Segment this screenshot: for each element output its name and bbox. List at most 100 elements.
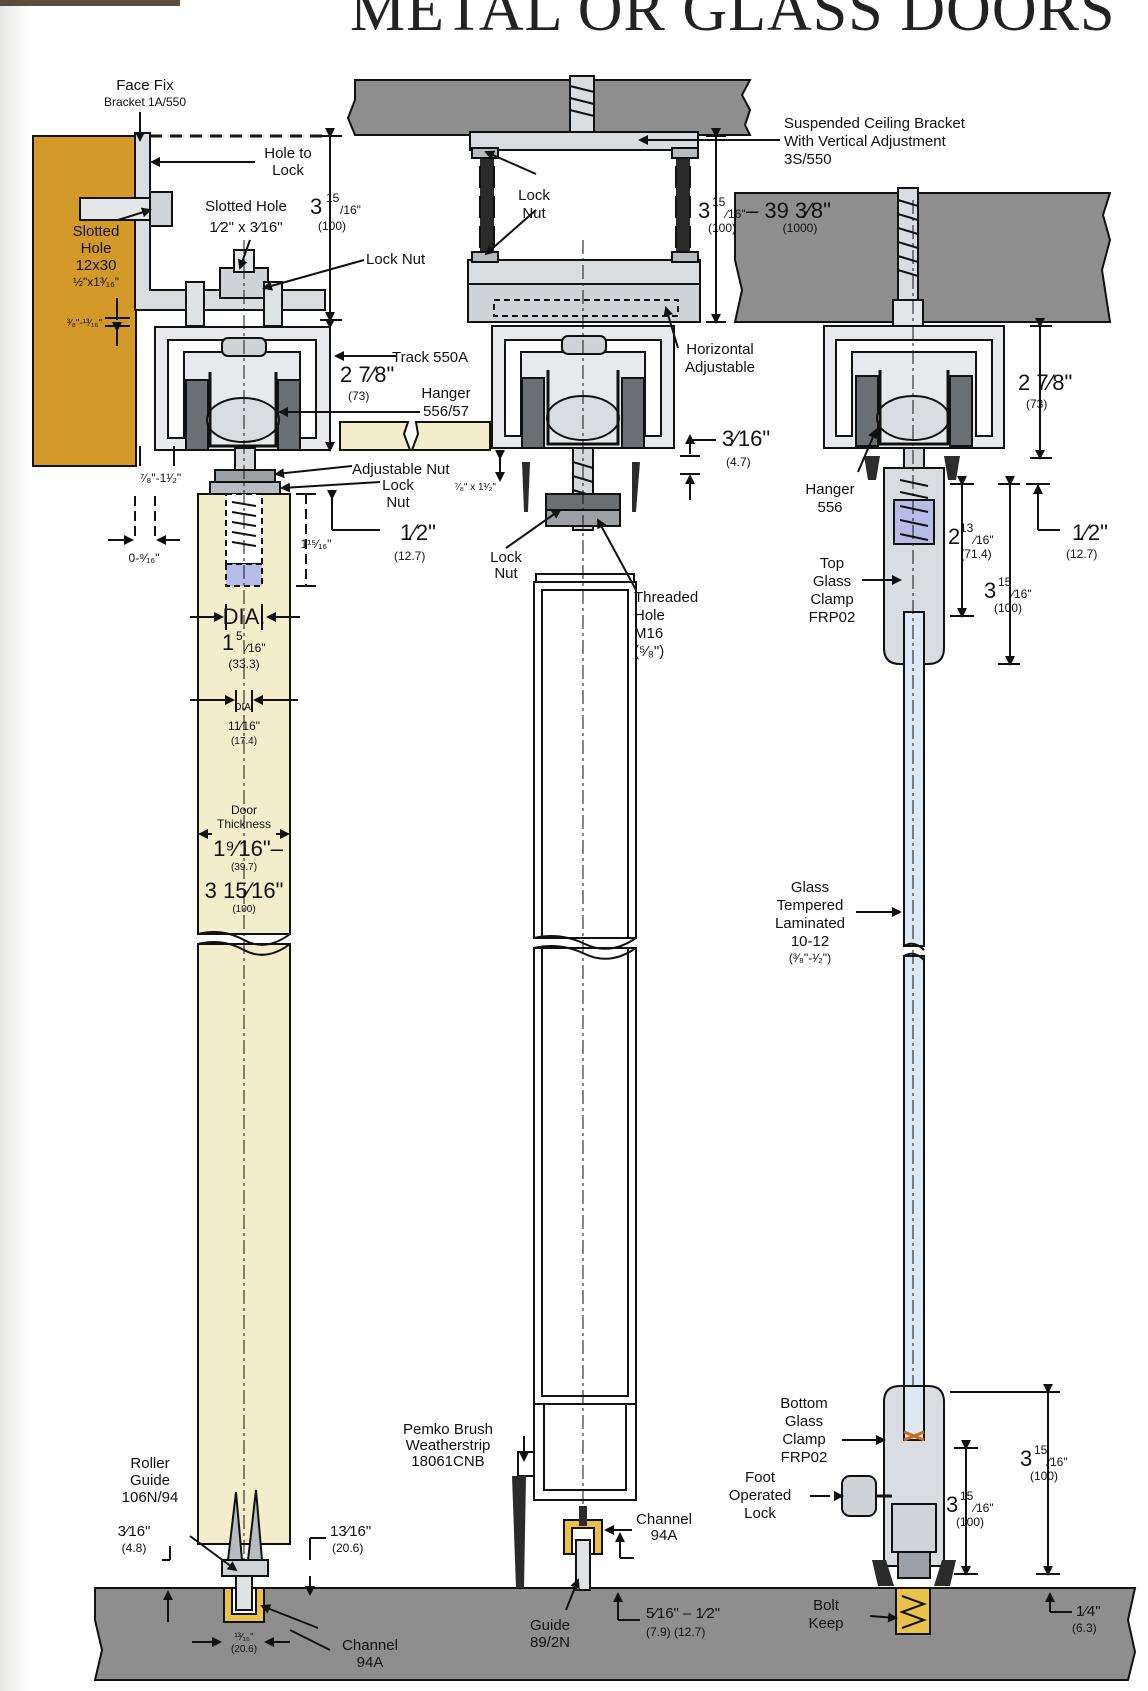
right-dimension-lines <box>810 318 1072 1623</box>
door-thickness-2: Thickness <box>217 817 271 831</box>
slotted-side-3: 12x30 <box>76 257 117 274</box>
top-clamp-3: Clamp <box>810 591 853 608</box>
pemko-1: Pemko Brush <box>403 1421 493 1438</box>
middle-dim-78: ⁷⁄₈" x 1¹⁄₂" <box>454 482 496 493</box>
nut-mid-left <box>471 251 499 263</box>
right-side-wedges <box>864 456 960 480</box>
middle-hanger-block-l <box>521 377 545 449</box>
horizontal-adjust-slot <box>493 299 679 317</box>
roller-guide-1: Roller <box>130 1455 169 1472</box>
middle-guide-stem <box>575 1539 591 1591</box>
right-hanger-bracket <box>878 370 950 446</box>
metal-door-break <box>533 935 637 960</box>
right-dim-31516-num: 15 <box>998 575 1012 589</box>
glass-5: (³⁄₈"-¹⁄₂") <box>789 951 831 965</box>
hanger-label-2: 556/57 <box>423 403 469 420</box>
dim-top-whole: 3 <box>310 194 322 219</box>
lock-nut-label: Lock Nut <box>366 251 426 268</box>
bottom-clamp-gasket <box>903 1430 925 1442</box>
middle-lock-nut2-2: Nut <box>494 565 518 582</box>
bottom-clamp-1: Bottom <box>780 1395 828 1412</box>
wall-bracket-block <box>32 135 137 467</box>
threaded-hole-4: (⁵⁄₈") <box>634 643 664 660</box>
adjustable-nut-label: Adjustable Nut <box>352 461 450 478</box>
glass-panel-upper <box>903 611 925 947</box>
foot-lock-2: Operated <box>729 1487 792 1504</box>
suspended-bracket-1: Suspended Ceiling Bracket <box>784 115 966 132</box>
middle-guide-screw <box>579 1506 587 1526</box>
foot-lock-knob <box>841 1475 877 1517</box>
ceiling-slab-right <box>733 192 1112 323</box>
dim-21316-num: 13 <box>960 521 974 535</box>
dim-31516-c-den: ⁄16" <box>1045 1455 1068 1469</box>
left-lock-nut <box>209 481 281 495</box>
lock-nut2-1: Lock <box>382 477 414 494</box>
middle-dim-bottom-mm: (7.9) (12.7) <box>646 1625 705 1639</box>
page-title: METAL OR GLASS DOORS <box>350 0 1115 44</box>
dim-half-left: 1⁄2" <box>400 520 436 545</box>
top-clamp-threads <box>899 479 929 541</box>
horizontal-2: Adjustable <box>685 359 755 376</box>
dia-whole: 1 <box>222 630 234 655</box>
dia-small-label: DIA. <box>234 702 253 713</box>
left-channel-1: Channel <box>342 1637 398 1654</box>
nut-mid-right <box>671 251 699 263</box>
dim-top-mm: (100) <box>318 219 346 233</box>
dia-small-mm: (17.4) <box>231 736 257 747</box>
metal-door-bottom-inner <box>543 1404 627 1491</box>
middle-labels: Suspended Ceiling Bracket With Vertical … <box>403 115 966 1651</box>
dim-side: ³⁄₈"-¹³⁄₁₆" <box>67 318 103 329</box>
pemko-2: Weatherstrip <box>406 1437 491 1454</box>
dim-21316-whole: 2 <box>948 524 960 549</box>
left-hanger-block-l <box>185 379 209 451</box>
bolt-keep-2: Keep <box>808 1615 843 1632</box>
dim-31516-c-mm: (100) <box>1030 1469 1058 1483</box>
horizontal-1: Horizontal <box>686 341 754 358</box>
face-fix-label-1: Face Fix <box>116 77 174 94</box>
dim-21316-den: ⁄16" <box>971 533 994 547</box>
glass-break-mark <box>903 942 925 961</box>
face-fix-label-2: Bracket 1A/550 <box>104 95 186 109</box>
dim-track-left-mm: (73) <box>348 389 369 403</box>
weatherstrip-brush <box>512 1476 526 1588</box>
right-dim-track-mm: (73) <box>1026 397 1047 411</box>
metal-door-top-cap <box>535 573 635 582</box>
dim-1316: 13⁄16" <box>330 1523 371 1540</box>
left-hanger-bracket <box>208 372 278 448</box>
anchor-threads-top <box>569 85 595 117</box>
metal-door-upper-inner <box>541 589 629 939</box>
dim-316-left-mm: (4.8) <box>122 1541 147 1555</box>
top-left-swatch <box>0 0 180 6</box>
dim-1316-mm: (20.6) <box>332 1541 363 1555</box>
right-dim-half: 1⁄2" <box>1072 520 1108 545</box>
suspended-plate-mid <box>467 259 701 285</box>
middle-dim-bottom: 5⁄16" – 1⁄2" <box>646 1605 720 1622</box>
glass-1: Glass <box>791 879 829 896</box>
foot-lock-3: Lock <box>744 1505 776 1522</box>
dim-11516: 1¹⁵⁄₁₆" <box>301 537 332 551</box>
left-hanger-block-r <box>277 379 301 451</box>
bracket-bolt <box>79 197 153 221</box>
dim-31516-c-whole: 3 <box>1020 1446 1032 1471</box>
dia-label: DIA. <box>223 604 266 629</box>
dim-range-mm-max: (1000) <box>783 221 818 235</box>
left-labels: Face Fix Bracket 1A/550 Hole to Lock Slo… <box>67 77 471 1671</box>
nut-top-right <box>671 147 699 159</box>
dim-range-num: 15 <box>712 195 726 209</box>
top-clamp-1: Top <box>820 555 844 572</box>
bottom-clamp-2: Glass <box>785 1413 823 1430</box>
glass-4: 10-12 <box>791 933 829 950</box>
dim-range-max: – 39 3⁄8" <box>746 198 831 223</box>
right-anchor-threads <box>897 199 919 277</box>
middle-channel-1: Channel <box>636 1511 692 1528</box>
dim-half-left-mm: (12.7) <box>394 549 425 563</box>
middle-lock-nut2-1: Lock <box>490 549 522 566</box>
guide-1: Guide <box>530 1617 570 1634</box>
middle-lock-nut-1: Lock <box>518 187 550 204</box>
glass-2: Tempered <box>777 897 844 914</box>
right-dim-quarter: 1⁄4" <box>1076 1603 1101 1620</box>
metal-door-lower-inner <box>541 947 629 1397</box>
left-edge-shade <box>0 0 30 1691</box>
dim-channel-small: ¹³⁄₁₆" <box>234 1632 254 1643</box>
